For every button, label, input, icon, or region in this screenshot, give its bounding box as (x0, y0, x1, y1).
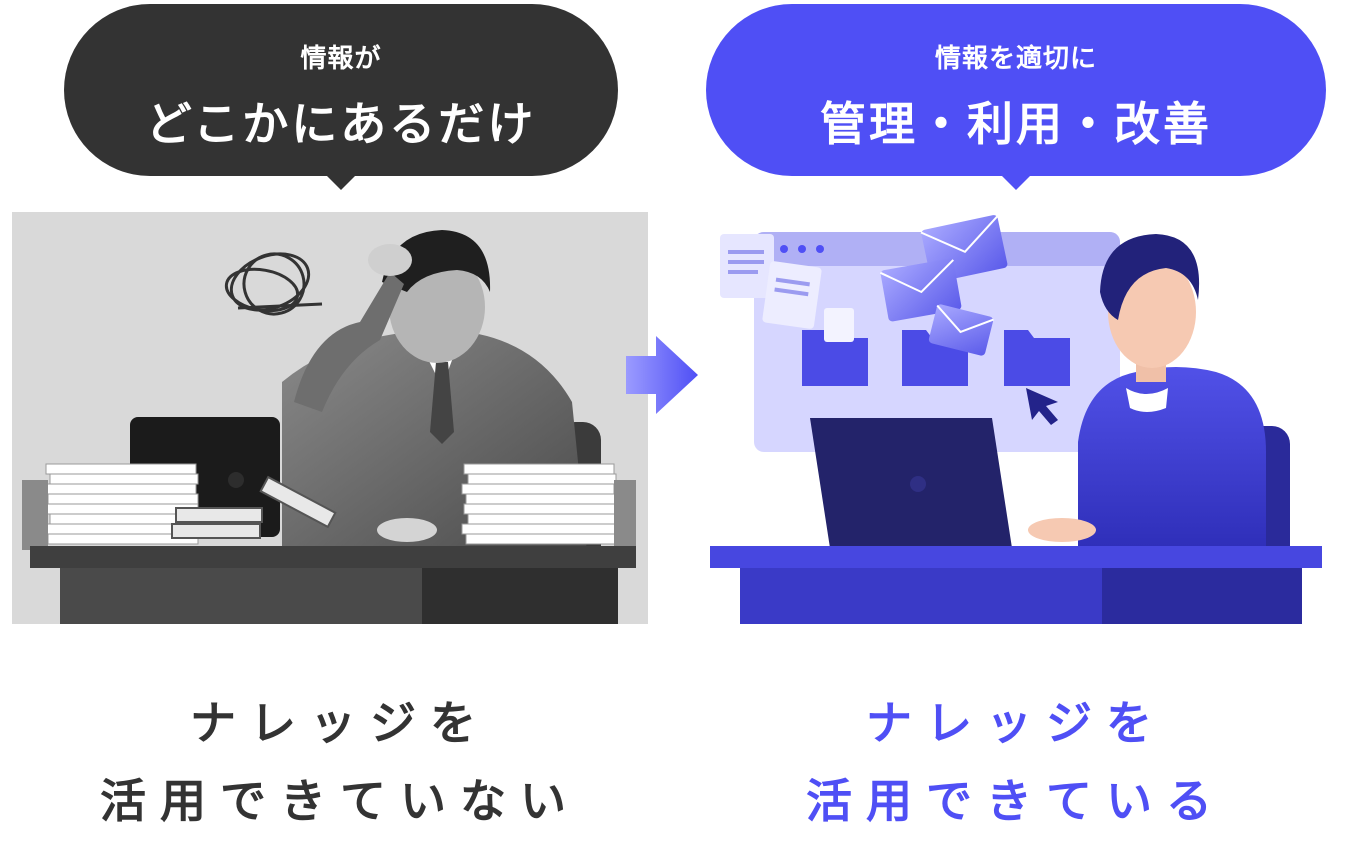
caption-after-line1: ナレッジを (866, 696, 1166, 750)
tangle-scribble-icon (224, 252, 323, 316)
arrow-right-icon (626, 336, 698, 414)
folder-icon (802, 330, 1070, 386)
envelope-icon (879, 215, 1008, 356)
caption-after-line2: 活用できている (806, 774, 1226, 828)
bubble-before-title: どこかにあるだけ (145, 97, 537, 151)
caption-after: ナレッジを 活用できている (706, 684, 1326, 840)
bubble-before-subtitle: 情報が (300, 44, 382, 74)
cursor-icon (1026, 388, 1058, 425)
document-icon (720, 234, 854, 342)
illustration-overwhelmed-worker (12, 212, 648, 624)
caption-before: ナレッジを 活用できていない (30, 684, 650, 840)
illustration-organized-worker (710, 215, 1322, 624)
speech-bubble-after: 情報を適切に 管理・利用・改善 (706, 4, 1326, 190)
speech-bubble-before: 情報が どこかにあるだけ (64, 4, 618, 190)
caption-before-line1: ナレッジを (190, 696, 490, 750)
caption-before-line2: 活用できていない (100, 774, 580, 828)
bubble-after-title: 管理・利用・改善 (820, 97, 1212, 151)
bubble-after-subtitle: 情報を適切に (934, 44, 1097, 74)
